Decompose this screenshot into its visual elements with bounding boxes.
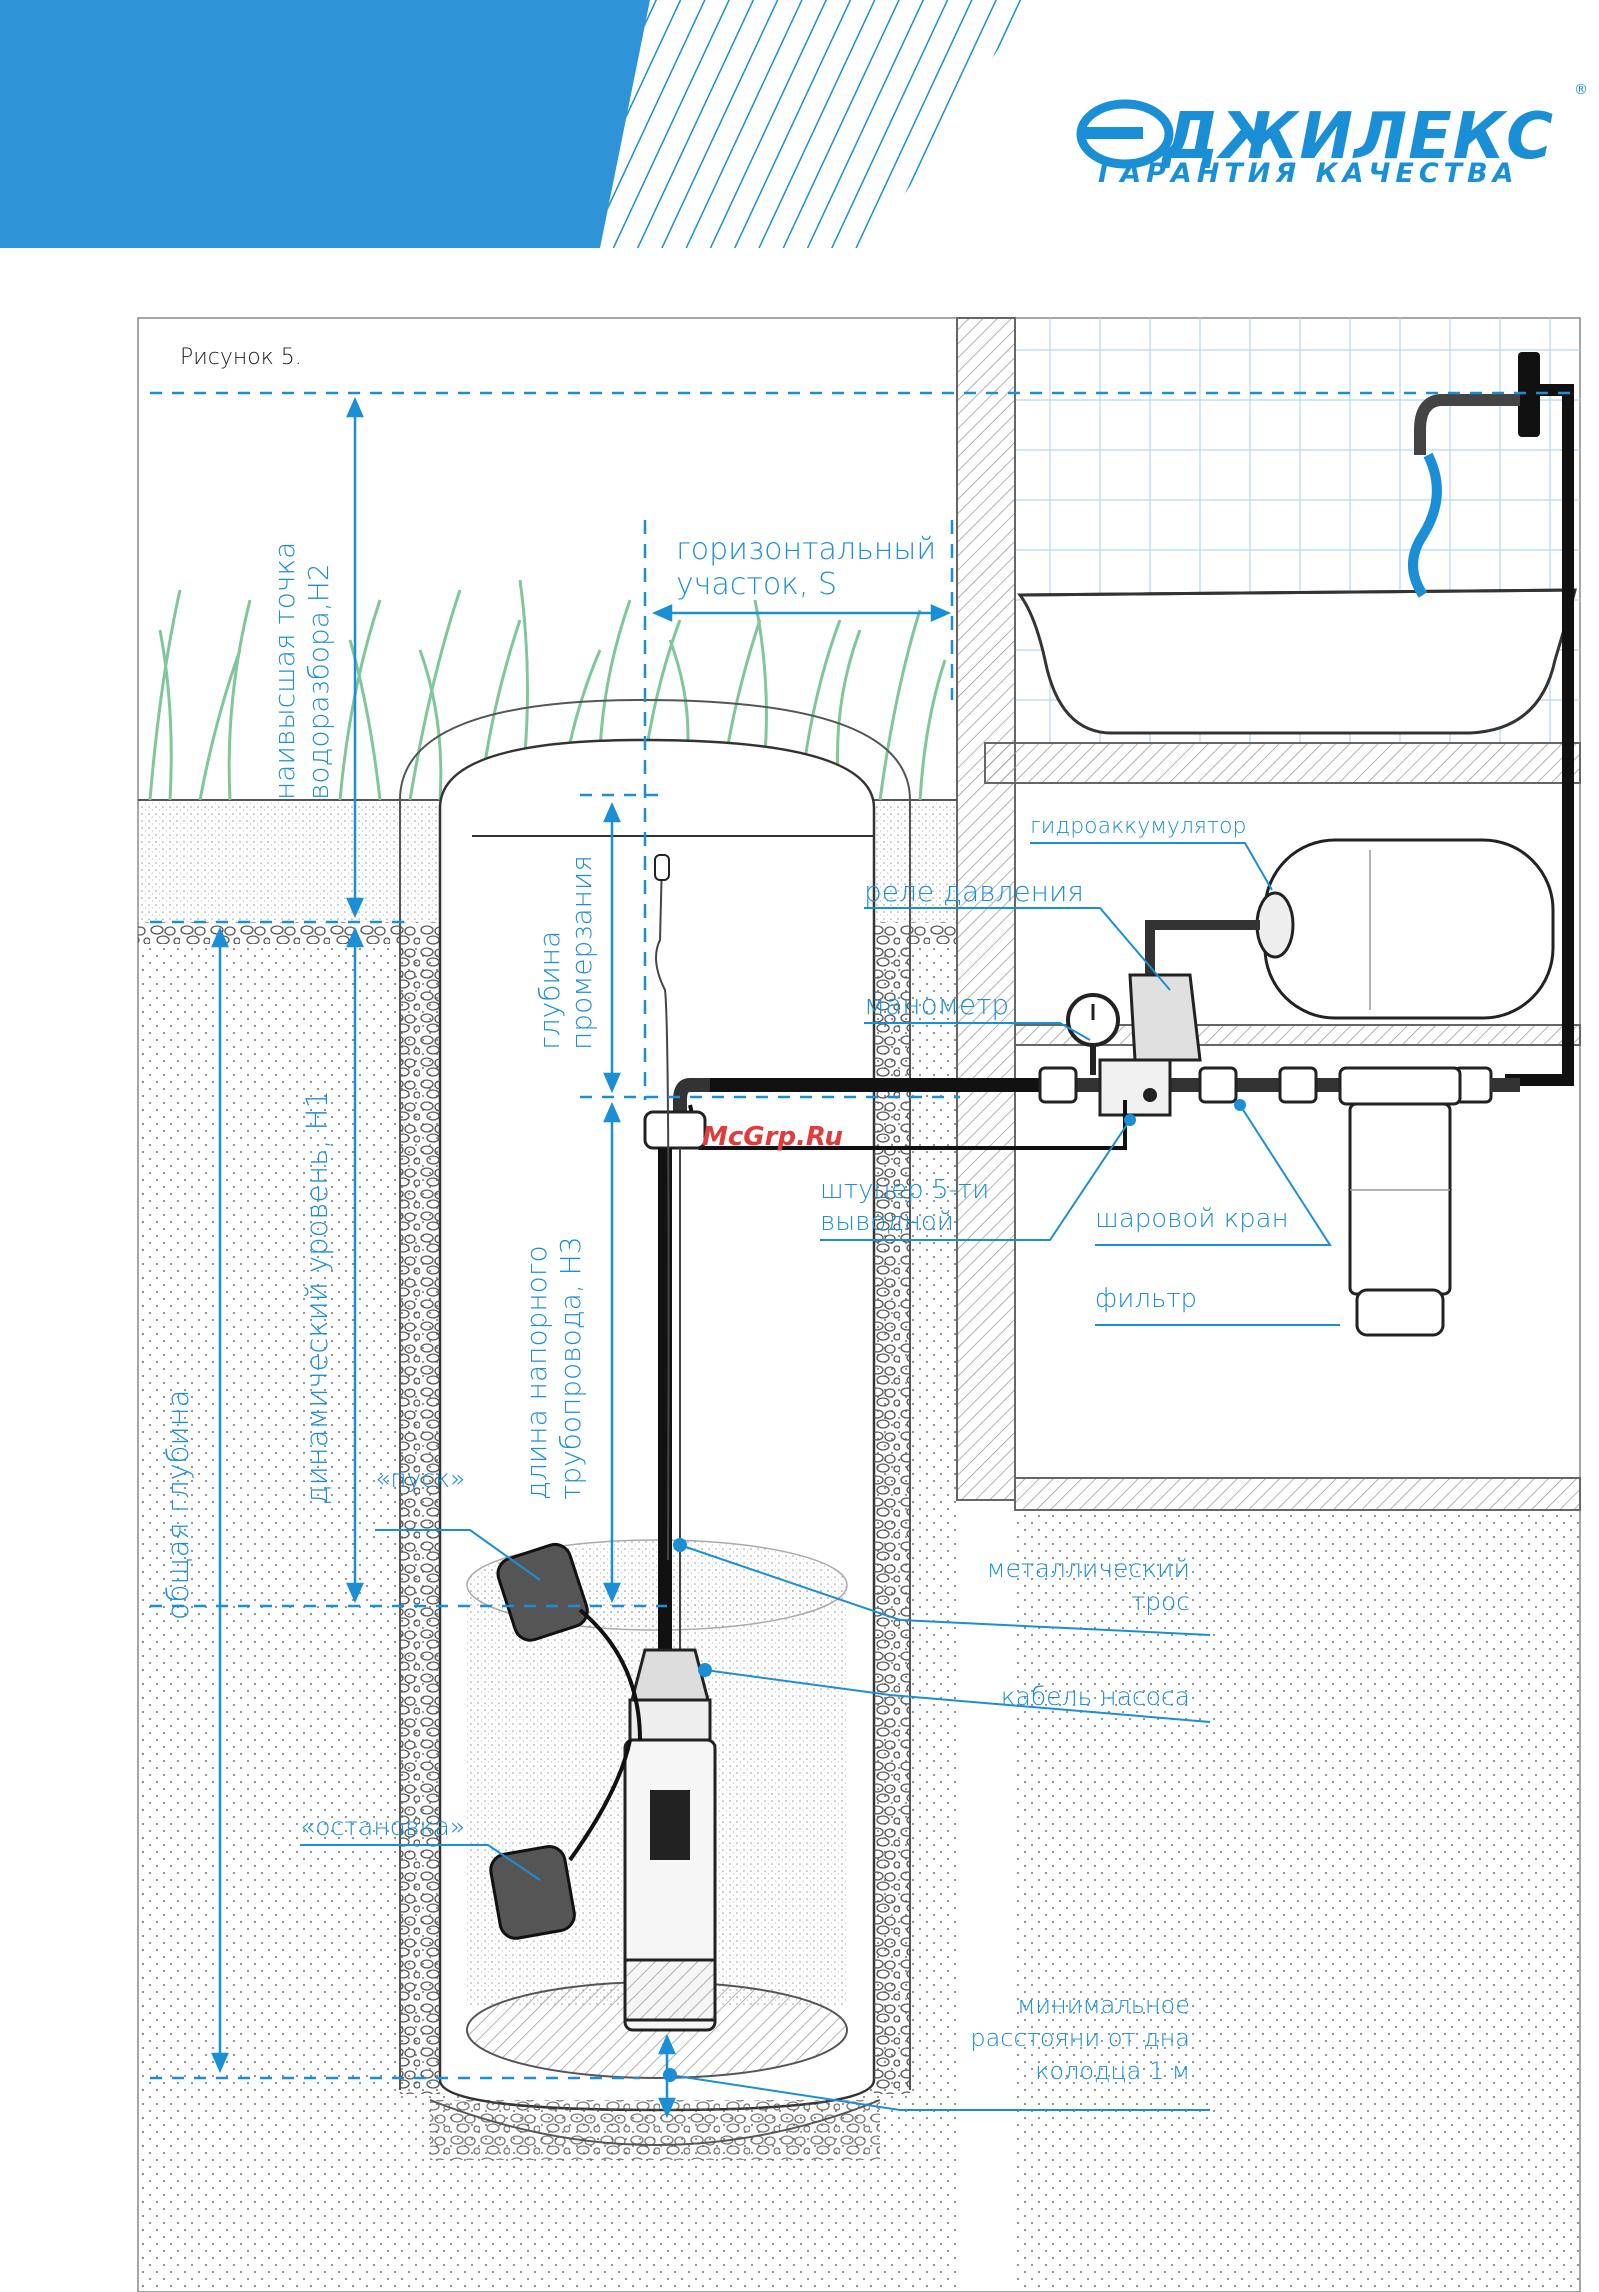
pressure-pipe — [700, 1058, 1520, 1117]
ground-soil-right — [1015, 1510, 1580, 2292]
label-freeze-depth-line1: глубина — [533, 930, 566, 1050]
label-accumulator: гидроаккумулятор — [1030, 814, 1247, 839]
hydroaccumulator-icon — [1145, 838, 1555, 1020]
label-filter: фильтр — [1095, 1284, 1198, 1314]
bath-shelf — [984, 742, 1581, 784]
leader-dots — [663, 1099, 1246, 2082]
header-band — [0, 0, 1030, 248]
label-manometer: манометр — [864, 988, 1010, 1021]
label-h3-line1: длина напорного — [520, 1245, 553, 1500]
watermark: McGrp.Ru — [702, 1122, 844, 1152]
supply-pipe-house — [1505, 384, 1574, 1086]
figure-title: Рисунок 5. — [180, 345, 302, 370]
bathtub — [1017, 588, 1577, 735]
label-h3-line2: трубопровода, H3 — [554, 1236, 587, 1500]
label-fitting-line1: штуцер 5-ти — [820, 1175, 990, 1205]
label-ball-valve: шаровой кран — [1095, 1204, 1289, 1234]
label-min-distance-line3: колодца 1 м — [1035, 2057, 1190, 2085]
float-switch-stop-icon — [489, 1739, 632, 1940]
label-h2-line2: водоразбора,H2 — [302, 563, 335, 800]
submersible-pump-icon — [623, 1648, 717, 2032]
label-steel-rope-line2: трос — [1131, 1587, 1190, 1616]
brand-logo-icon — [1076, 99, 1174, 169]
manometer-icon — [1066, 993, 1120, 1075]
label-total-depth: общая глубина — [161, 1389, 195, 1620]
label-horizontal-line2: участок, S — [676, 567, 838, 602]
label-h1: динамический уровень, H1 — [300, 1090, 334, 1505]
pressure-relay-icon — [1128, 973, 1202, 1062]
brand-name: ДЖИЛЕКС — [1162, 100, 1555, 174]
leader-lines — [300, 842, 1340, 2111]
label-start: «пуск» — [375, 1464, 466, 1493]
label-horizontal-line1: горизонтальный — [676, 532, 937, 567]
brand-tagline: ГАРАНТИЯ КАЧЕСТВА — [1098, 158, 1519, 189]
label-h2-line1: наивысшая точка — [268, 541, 301, 800]
dimension-lines — [150, 391, 1580, 2119]
label-min-distance-line1: минимальное — [1017, 1991, 1190, 2019]
label-min-distance-line2: расстояни от дна — [970, 2024, 1190, 2052]
label-steel-rope-line1: металлический — [986, 1554, 1190, 1583]
steel-rope — [655, 859, 670, 1561]
well-pipe — [643, 1078, 710, 1650]
house-floor — [1014, 1477, 1581, 1511]
label-freeze-depth-line2: промерзания — [565, 855, 598, 1050]
label-pressure-relay: реле давления — [864, 875, 1084, 908]
float-switch-start-icon — [496, 1542, 642, 1741]
label-fitting-line2: выводной — [820, 1207, 954, 1237]
label-pump-cable: кабель насоса — [1000, 1682, 1190, 1711]
faucet-icon — [1408, 352, 1540, 598]
filter-icon — [1338, 1066, 1462, 1337]
brand-registered: ® — [1574, 82, 1588, 98]
label-stop: «остановка» — [300, 1812, 466, 1841]
